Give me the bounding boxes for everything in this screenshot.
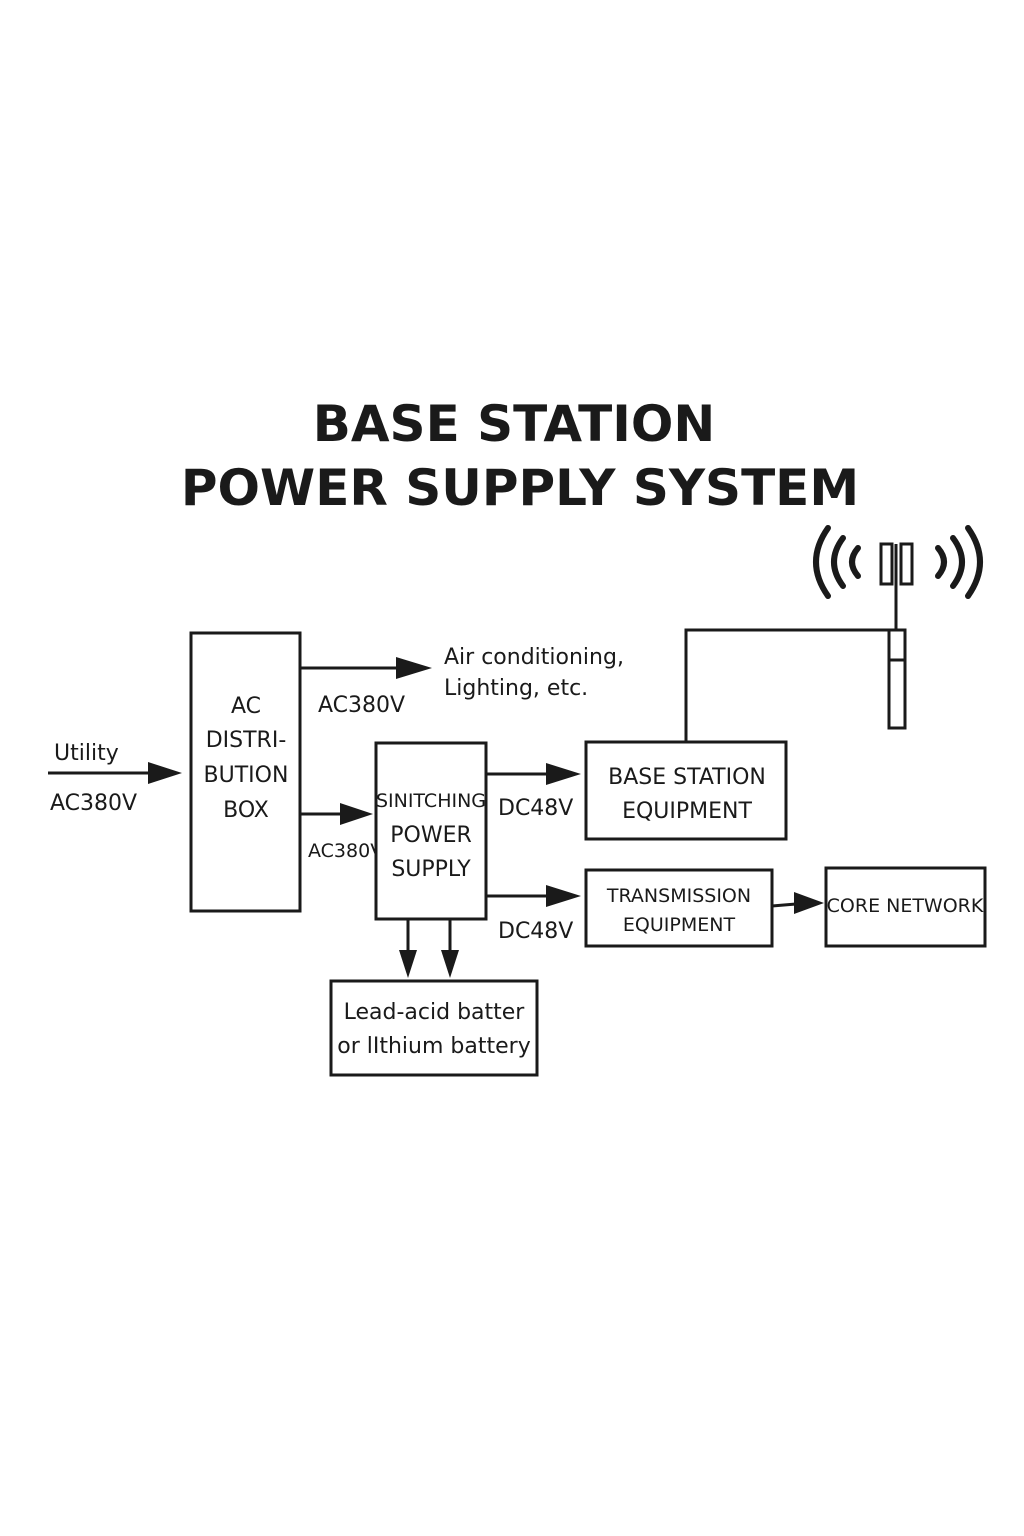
transmission-voltage-label: DC48V bbox=[498, 919, 573, 944]
battery-line-2: or lIthium battery bbox=[337, 1034, 530, 1059]
signal-wave-right-outer bbox=[965, 525, 983, 599]
base-station-line-1: BASE STATION bbox=[608, 765, 766, 790]
title-line-2: POWER SUPPLY SYSTEM bbox=[181, 459, 859, 517]
signal-wave-right-middle bbox=[950, 535, 965, 589]
base-station-equipment-box: BASE STATION EQUIPMENT bbox=[584, 740, 788, 841]
ac-distribution-box-frame bbox=[189, 631, 302, 913]
loads-arrowhead bbox=[396, 657, 432, 679]
switching-feed-arrowhead bbox=[340, 803, 373, 825]
transmission-equipment-box: TRANSMISSION EQUIPMENT bbox=[584, 868, 774, 948]
ac-box-line-4: BOX bbox=[223, 798, 269, 823]
core-network-frame bbox=[824, 866, 987, 948]
utility-voltage-label: AC380V bbox=[50, 791, 137, 816]
battery-feed-arrowhead-left bbox=[399, 950, 417, 978]
loads-label-line-2: Lighting, etc. bbox=[444, 676, 588, 701]
core-network-link-line bbox=[771, 902, 797, 908]
wireless-signal-icon bbox=[813, 525, 983, 599]
base-station-equipment-frame bbox=[584, 740, 788, 841]
base-station-line-2: EQUIPMENT bbox=[622, 799, 752, 824]
base-station-feed-arrowhead bbox=[546, 763, 581, 785]
switching-feed: AC380V bbox=[300, 803, 383, 862]
battery-frame bbox=[329, 979, 539, 1077]
utility-label: Utility bbox=[54, 741, 119, 766]
title-line-1: BASE STATION bbox=[313, 395, 716, 453]
transmission-feed: DC48V bbox=[486, 885, 581, 944]
base-station-voltage-label: DC48V bbox=[498, 796, 573, 821]
ac-box-line-3: BUTION bbox=[204, 763, 289, 788]
signal-wave-left-middle bbox=[831, 535, 846, 589]
transmission-feed-arrowhead bbox=[546, 885, 581, 907]
battery-feed bbox=[399, 919, 459, 978]
loads-label-line-1: Air conditioning, bbox=[444, 645, 624, 670]
utility-input: Utility AC380V bbox=[48, 741, 182, 816]
switching-line-3: SUPPLY bbox=[391, 857, 471, 882]
transmission-line-1: TRANSMISSION bbox=[606, 885, 751, 907]
core-network-link bbox=[771, 892, 824, 914]
loads-voltage-label: AC380V bbox=[318, 693, 405, 718]
utility-arrowhead bbox=[148, 762, 182, 784]
ac-distribution-box: AC DISTRI- BUTION BOX bbox=[189, 631, 302, 913]
loads-feed: AC380V Air conditioning, Lighting, etc. bbox=[300, 645, 624, 718]
antenna-mast-lower bbox=[887, 628, 907, 730]
ac-box-line-1: AC bbox=[231, 694, 261, 719]
antenna-element-right bbox=[899, 542, 914, 586]
antenna-link-wire bbox=[684, 628, 892, 742]
core-network-link-arrowhead bbox=[794, 892, 824, 914]
ac-box-line-2: DISTRI- bbox=[206, 728, 287, 753]
switching-power-supply-frame bbox=[374, 741, 488, 921]
switching-line-2: POWER bbox=[390, 823, 472, 848]
battery-feed-arrowhead-right bbox=[441, 950, 459, 978]
signal-wave-right-inner bbox=[935, 545, 947, 579]
battery-box: Lead-acid batter or lIthium battery bbox=[329, 979, 539, 1077]
core-network-box: CORE NETWORK bbox=[824, 866, 987, 948]
antenna-tower-icon bbox=[879, 542, 914, 730]
antenna-element-left bbox=[879, 542, 894, 586]
core-network-label: CORE NETWORK bbox=[827, 895, 984, 917]
signal-wave-left-outer bbox=[813, 525, 831, 599]
battery-line-1: Lead-acid batter bbox=[344, 1000, 526, 1025]
switching-line-1: SINITCHING bbox=[376, 790, 486, 812]
transmission-equipment-frame bbox=[584, 868, 774, 948]
transmission-line-2: EQUIPMENT bbox=[623, 914, 736, 936]
diagram-title: BASE STATION POWER SUPPLY SYSTEM bbox=[181, 395, 859, 517]
base-station-feed: DC48V bbox=[486, 763, 581, 821]
switching-power-supply-box: SINITCHING POWER SUPPLY bbox=[374, 741, 488, 921]
signal-wave-left-inner bbox=[849, 545, 861, 579]
switching-feed-voltage-label: AC380V bbox=[308, 840, 383, 862]
